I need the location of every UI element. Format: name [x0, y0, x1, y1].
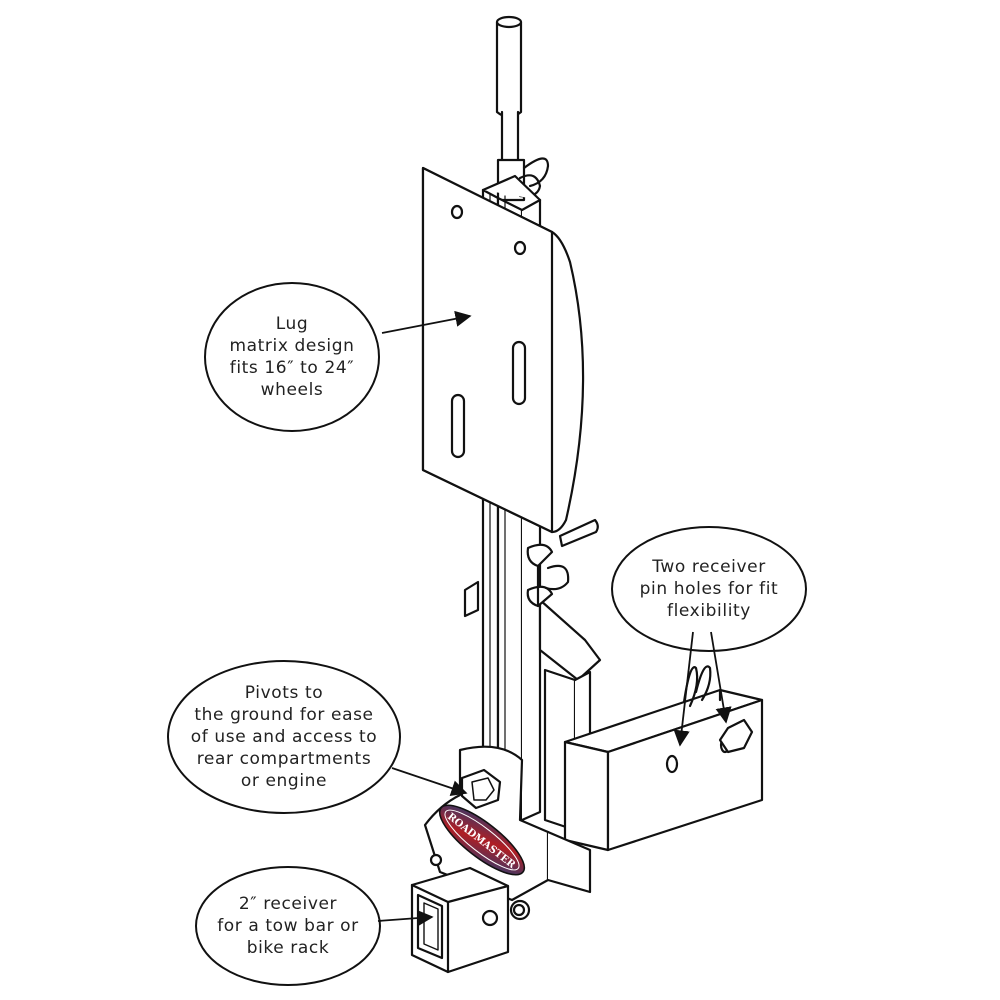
receiver-bar — [563, 665, 764, 852]
callout-line: 2″ receiver — [238, 894, 338, 914]
receiver-leader-arrow — [710, 631, 732, 724]
lug-leader-arrow — [381, 310, 472, 334]
lug-hole — [513, 240, 527, 256]
receiver-pin-hole — [665, 754, 679, 774]
callout-line: or engine — [240, 771, 328, 791]
callout-line: pin holes for fit — [639, 579, 779, 599]
lug-slot — [511, 340, 527, 406]
callout-line: the ground for ease — [194, 705, 374, 725]
pivot-leader-arrow — [391, 767, 468, 797]
callout-pivot-bubble — [167, 660, 401, 814]
callout-receiver-pins-text: Two receiver pin holes for fit flexibili… — [612, 527, 806, 651]
callout-line: Lug — [275, 314, 309, 334]
callout-two-bubble — [195, 866, 381, 986]
callout-lug-bubble — [204, 282, 380, 432]
callout-line: fits 16″ to 24″ — [229, 358, 355, 378]
callout-line: Two receiver — [652, 557, 766, 577]
callout-line: matrix design — [229, 336, 355, 356]
callout-line: of use and access to — [190, 727, 378, 747]
callout-line: for a tow bar or — [217, 916, 359, 936]
callout-line: flexibility — [667, 601, 751, 621]
callout-line: rear compartments — [196, 749, 372, 769]
callout-pivot-text: Pivots to the ground for ease of use and… — [168, 661, 400, 813]
two-leader-arrow — [377, 909, 434, 927]
lug-hole — [450, 204, 464, 220]
top-handle — [495, 15, 550, 202]
receiver-leader-arrow — [673, 631, 694, 747]
callout-receiver-bubble — [611, 526, 807, 652]
callout-line: bike rack — [246, 938, 330, 958]
callout-receiver-2in-text: 2″ receiver for a tow bar or bike rack — [196, 867, 380, 985]
callout-line: Pivots to — [244, 683, 324, 703]
callout-line: wheels — [260, 380, 324, 400]
callout-lug-text: Lug matrix design fits 16″ to 24″ wheels — [205, 283, 379, 431]
receiver-2in — [410, 866, 510, 974]
lug-plate — [421, 166, 585, 534]
lug-slot — [450, 393, 466, 459]
